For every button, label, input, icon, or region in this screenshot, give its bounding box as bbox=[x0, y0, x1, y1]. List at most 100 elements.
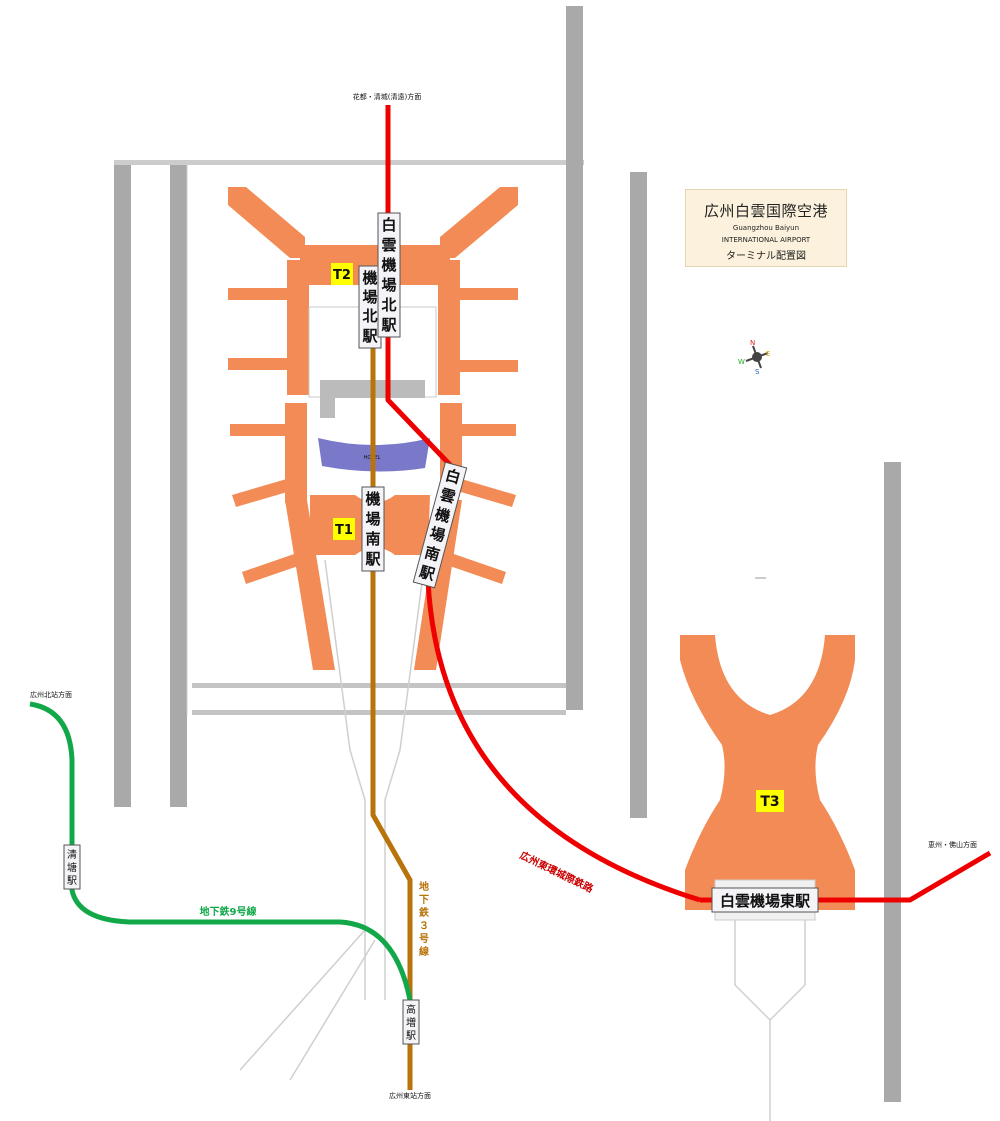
station-south-metro-c1: 機 bbox=[365, 490, 380, 508]
parking-structure bbox=[320, 380, 425, 418]
station-north-rail-c2: 雲 bbox=[381, 236, 396, 254]
station-gaozeng-c2: 増 bbox=[406, 1016, 416, 1029]
station-qingtang-c1: 清 bbox=[67, 848, 77, 861]
station-north-rail-c5: 北 bbox=[381, 296, 396, 314]
line3-label: 地 下 鉄 ３ 号 線 bbox=[419, 880, 429, 958]
compass-w: W bbox=[738, 358, 745, 366]
station-north-rail-box[interactable] bbox=[377, 212, 401, 338]
metro-line-3 bbox=[370, 345, 413, 1090]
t1-pier-sw bbox=[285, 500, 335, 670]
terminal-complex-t1-t2 bbox=[228, 187, 518, 670]
station-south-rail-c6: 駅 bbox=[417, 562, 438, 584]
svg-text:地: 地 bbox=[419, 880, 429, 893]
station-north-rail-c4: 場 bbox=[381, 276, 396, 294]
station-north-t2-metro-c2: 場 bbox=[362, 288, 377, 306]
station-north-rail-c3: 機 bbox=[381, 256, 396, 274]
station-qingtang-box[interactable] bbox=[63, 844, 81, 890]
t2-west-wing bbox=[287, 260, 309, 395]
station-north-rail-c6: 駅 bbox=[380, 316, 397, 334]
t1-finger-e1 bbox=[458, 424, 516, 436]
direction-guangzhou-north: 広州北站方面 bbox=[30, 690, 72, 699]
taxiway-south-2 bbox=[192, 710, 566, 715]
svg-text:線: 線 bbox=[419, 945, 429, 958]
runway-north-taxi bbox=[114, 160, 584, 165]
station-north-rail-c1: 白 bbox=[381, 216, 396, 234]
map-subtitle-line2: INTERNATIONAL AIRPORT bbox=[721, 236, 811, 244]
station-south-rail-c4: 場 bbox=[428, 524, 447, 545]
runway-east-2 bbox=[884, 462, 901, 1102]
direction-north: 花都・清城(清遠)方面 bbox=[353, 92, 421, 101]
runway-west-2 bbox=[170, 162, 187, 807]
station-south-metro-c4: 駅 bbox=[364, 550, 381, 568]
t1-finger-w1 bbox=[230, 424, 290, 436]
station-east-box[interactable] bbox=[711, 887, 819, 913]
svg-text:鉄: 鉄 bbox=[419, 906, 429, 919]
t2-label-box bbox=[331, 263, 353, 285]
t2-arm-ne bbox=[440, 187, 518, 258]
t2-finger-e1 bbox=[458, 288, 518, 300]
map-subtitle-line1: Guangzhou Baiyun bbox=[732, 224, 800, 232]
station-gaozeng-c3: 駅 bbox=[406, 1030, 416, 1042]
map-subtitle-line3: ターミナル配置図 bbox=[726, 251, 806, 262]
direction-guangzhou-east: 広州東站方面 bbox=[389, 1091, 431, 1100]
map-title: 広州白雲国際空港 bbox=[703, 202, 828, 220]
station-gaozeng-box[interactable] bbox=[402, 999, 420, 1045]
line-labels: 地下鉄9号線 地 下 鉄 ３ 号 線 広州東環城際鉄路 bbox=[200, 848, 597, 958]
compass: N E S W bbox=[738, 339, 770, 376]
terminal-t3 bbox=[680, 635, 855, 921]
line9-label: 地下鉄9号線 bbox=[200, 905, 257, 918]
station-south-rail-c5: 南 bbox=[423, 543, 442, 564]
taxiway-south-1 bbox=[192, 683, 566, 688]
t2-label: T2 bbox=[333, 268, 351, 283]
runway-center bbox=[566, 6, 583, 710]
station-south-rail-box[interactable] bbox=[412, 461, 468, 589]
runway-west-1 bbox=[114, 162, 131, 807]
direction-huizhou: 恵州・佛山方面 bbox=[928, 840, 977, 849]
intercity-south-curve bbox=[425, 579, 701, 903]
station-south-rail-c3: 機 bbox=[433, 505, 452, 526]
svg-text:号: 号 bbox=[419, 933, 429, 945]
t2-finger-w1 bbox=[228, 288, 290, 300]
intercity-label: 広州東環城際鉄路 bbox=[518, 848, 597, 895]
t1-label-box bbox=[333, 518, 355, 540]
t3-label-box bbox=[756, 790, 784, 812]
t2-east-wing bbox=[438, 260, 460, 395]
station-north-t2-metro-c4: 駅 bbox=[361, 327, 378, 345]
direction-labels: 花都・清城(清遠)方面 広州北站方面 恵州・佛山方面 広州東站方面 bbox=[30, 92, 977, 1100]
runway-east-1 bbox=[630, 172, 647, 818]
t1-pier-se bbox=[414, 500, 462, 670]
station-south-metro-c2: 場 bbox=[365, 510, 380, 528]
metro-line-9 bbox=[29, 701, 413, 1001]
station-south-metro-c3: 南 bbox=[365, 530, 380, 548]
map-title-box: 広州白雲国際空港 Guangzhou Baiyun INTERNATIONAL … bbox=[685, 189, 847, 267]
station-south-rail-c1: 白 bbox=[443, 466, 462, 487]
t3-building bbox=[680, 635, 855, 910]
t2-finger-w2 bbox=[228, 358, 290, 370]
compass-e: E bbox=[766, 350, 770, 358]
t2-arm-nw bbox=[228, 187, 305, 258]
station-gaozeng-c1: 高 bbox=[406, 1003, 416, 1016]
station-north-t2-metro-c3: 北 bbox=[362, 307, 377, 325]
station-south-metro-box[interactable] bbox=[361, 486, 385, 572]
station-qingtang-c2: 塘 bbox=[67, 861, 77, 874]
t1-finger-w3 bbox=[242, 552, 304, 584]
intercity-north-segment bbox=[385, 105, 457, 472]
t1-finger-e2 bbox=[454, 478, 516, 507]
compass-s: S bbox=[755, 368, 760, 376]
t2-finger-e2 bbox=[458, 360, 518, 372]
station-south-rail-c2: 雲 bbox=[438, 485, 457, 506]
svg-text:３: ３ bbox=[419, 920, 429, 932]
t1-finger-e3 bbox=[444, 552, 506, 584]
t3-label: T3 bbox=[760, 794, 779, 810]
t1-west-wing bbox=[285, 403, 307, 503]
runways bbox=[114, 6, 901, 1102]
compass-n: N bbox=[750, 339, 755, 347]
station-east-label: 白雲機場東駅 bbox=[720, 892, 811, 910]
station-north-t2-metro-c1: 機 bbox=[362, 269, 377, 287]
t1-label: T1 bbox=[335, 523, 353, 538]
station-boxes: T2 T1 T3 機 場 北 駅 白 雲 機 場 北 駅 機 場 南 駅 白 雲… bbox=[63, 212, 819, 1045]
access-roads bbox=[239, 559, 806, 1121]
station-qingtang-c3: 駅 bbox=[67, 875, 77, 887]
t1-finger-w2 bbox=[232, 478, 294, 507]
